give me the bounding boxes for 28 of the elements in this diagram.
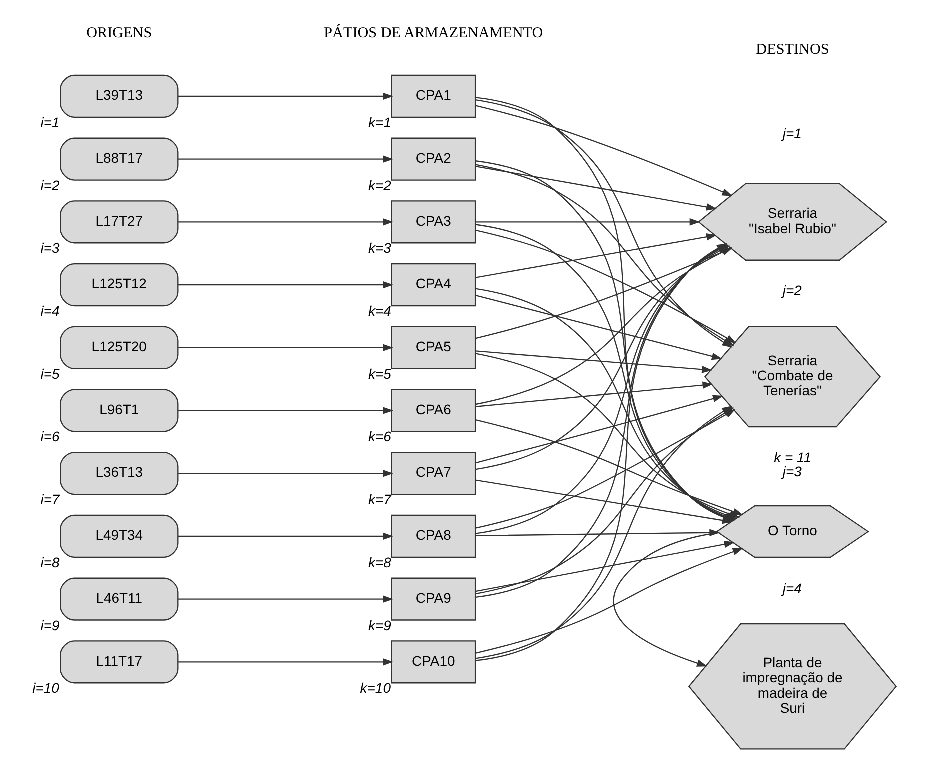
node-label: i=9: [40, 617, 60, 634]
label: PÁTIOS DE ARMAZENAMENTO: [324, 26, 544, 42]
node-label: k=8: [368, 554, 392, 570]
node-label: j=3: [782, 464, 802, 480]
node-label: i=2: [40, 177, 60, 194]
node-label: i=10: [32, 680, 60, 696]
node-label: i=8: [40, 554, 60, 570]
node-label: k=6: [368, 428, 392, 445]
node-label: i=7: [40, 492, 60, 508]
label: ORIGENS: [86, 26, 152, 42]
node-label: i=1: [40, 114, 60, 130]
node-label: k=2: [368, 177, 392, 194]
node-label: j=2: [782, 282, 802, 299]
node-label: i=4: [40, 302, 60, 319]
node-label: j=4: [782, 580, 802, 597]
node-label: i=6: [40, 428, 60, 445]
node-label: k=10: [360, 680, 391, 696]
node-label: i=3: [40, 240, 60, 256]
node-label: k=3: [368, 240, 392, 256]
node-label: i=5: [40, 366, 60, 382]
node-label: j=1: [782, 125, 802, 142]
node-label: k=4: [368, 302, 392, 319]
node-label: k=9: [368, 617, 392, 634]
node-label: k=5: [368, 366, 392, 382]
node-label: k=1: [368, 114, 392, 130]
label: DESTINOS: [756, 42, 830, 58]
node-label: k=7: [368, 492, 392, 508]
node-label: k = 11: [774, 450, 812, 466]
